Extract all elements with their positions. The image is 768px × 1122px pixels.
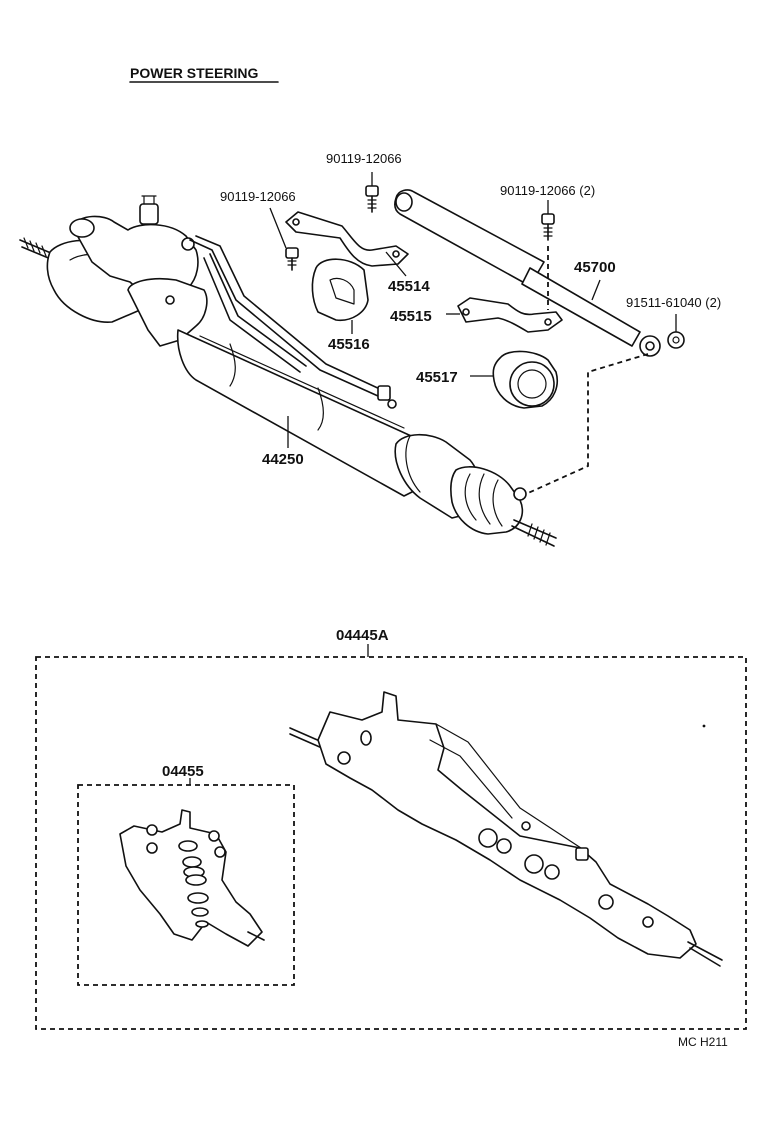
callout-04455: 04455	[162, 763, 204, 780]
callout-45516: 45516	[328, 336, 370, 353]
callout-45515: 45515	[390, 308, 432, 325]
callout-bolt-3: 90119-12066 (2)	[500, 183, 595, 198]
leader-45700	[591, 279, 601, 301]
bracket-45514	[285, 211, 409, 267]
damper-connection-line	[525, 353, 649, 495]
right-tie-rod	[511, 519, 557, 547]
bolt-icon	[285, 247, 299, 271]
leader-45514	[385, 251, 407, 277]
callout-bolt-2: 90119-12066	[326, 151, 402, 166]
callout-44250: 44250	[262, 451, 304, 468]
callout-45700: 45700	[574, 259, 616, 276]
cushion-45516	[311, 258, 369, 322]
kit-04455-box	[77, 784, 295, 986]
callout-45517: 45517	[416, 369, 458, 386]
nut-icon	[667, 331, 685, 349]
grommet-45517	[492, 350, 558, 409]
leader-bolt-1	[269, 207, 287, 249]
callout-nut: 91511-61040 (2)	[626, 295, 721, 310]
callout-04445A: 04445A	[336, 627, 389, 644]
print-speck	[702, 724, 706, 728]
diagram-title: POWER STEERING	[130, 65, 258, 81]
drawing-code: MC H211	[678, 1035, 728, 1049]
bracket-45515	[457, 297, 563, 333]
steering-gear-assembly	[19, 195, 557, 547]
callout-bolt-1: 90119-12066	[220, 189, 296, 204]
callout-45514: 45514	[388, 278, 430, 295]
bolt-icon	[541, 213, 555, 241]
valve-seal-kit-outline	[119, 809, 265, 947]
bolt-icon	[365, 185, 379, 213]
steering-damper-45700	[394, 189, 661, 357]
kit-04445A-box	[35, 656, 747, 1030]
seal-kit-rack-outline	[289, 691, 723, 967]
